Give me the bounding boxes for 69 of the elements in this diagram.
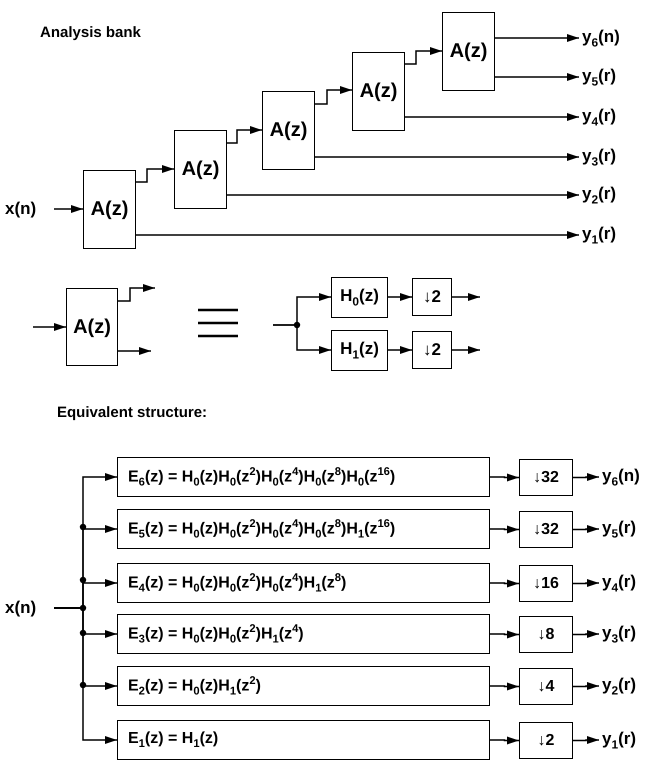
arrow [573,630,599,638]
arrow [315,86,352,105]
filter-block: A(z) [262,91,315,170]
arrow [315,153,579,161]
arrow [573,473,599,481]
signal-label: y$_{5}$(r) [582,66,648,88]
signal-label: y$_{3}$(r) [582,146,648,168]
heading-text: Equivalent structure: [57,404,208,421]
decimator-block: ↓16 [519,565,573,602]
signal-label: y$_{6}$(n) [602,466,664,488]
arrow [490,580,519,588]
filter-block: A(z) [352,52,405,131]
decimator-block: ↓2 [412,278,452,316]
signal-label: y$_{4}$(r) [582,106,648,128]
arrow [273,324,331,354]
arrow [495,73,579,81]
arrow [227,191,579,199]
arrow [490,474,519,482]
arrow [33,323,66,331]
filter-block: E$_{5}$(z) = H$_{0}$(z)H$_{0}$(z$^{2}$)H$_{0}$(z$^{4}$)H$_{0}$(z$^{8}$)H$_{1}$(z$^{16}$) [117,509,490,549]
arrow [490,682,519,690]
arrow [54,205,83,213]
signal-label: x(n) [5,597,51,619]
filter-block: E$_{4}$(z) = H$_{0}$(z)H$_{0}$(z$^{2}$)H$_{0}$(z$^{4}$)H$_{1}$(z$^{8}$) [117,563,490,603]
filter-block: H$_{1}$(z) [331,330,388,371]
arrow [136,231,579,239]
filter-block: A(z) [83,170,136,249]
arrow [452,346,480,354]
signal-label: y$_{5}$(r) [602,518,664,540]
signal-label: y$_{1}$(r) [582,224,648,246]
filter-block: E$_{6}$(z) = H$_{0}$(z)H$_{0}$(z$^{2}$)H$_{0}$(z$^{4}$)H$_{0}$(z$^{8}$)H$_{0}$(z$^{16}$) [117,457,490,497]
arrow [573,736,599,744]
decimator-block: ↓2 [412,331,452,369]
arrow [490,736,519,744]
arrow [118,284,155,302]
signal-label: y$_{4}$(r) [602,572,664,594]
filter-block: E$_{2}$(z) = H$_{0}$(z)H$_{1}$(z$^{2}$) [117,666,490,706]
arrow [136,165,174,183]
signal-label: y$_{3}$(r) [602,623,664,645]
filter-block: A(z) [66,288,118,366]
arrow [573,525,599,533]
arrow [452,293,480,301]
filter-block: E$_{3}$(z) = H$_{0}$(z)H$_{0}$(z$^{2}$)H$_{1}$(z$^{4}$) [117,614,490,654]
arrow [405,113,579,121]
heading-text: Analysis bank [40,24,141,41]
decimator-block: ↓4 [519,668,573,705]
arrow [118,347,151,355]
arrow [405,47,442,65]
filter-block: A(z) [174,130,227,209]
arrow [490,526,519,534]
filter-block: H$_{0}$(z) [331,277,388,318]
arrow [227,126,262,144]
filter-block: E$_{1}$(z) = H$_{1}$(z) [117,720,490,760]
signal-label: y$_{2}$(r) [582,184,648,206]
arrow [573,682,599,690]
decimator-block: ↓32 [519,459,573,496]
arrow [490,630,519,638]
signal-label: y$_{6}$(n) [582,27,648,49]
decimator-block: ↓8 [519,616,573,653]
filter-block: A(z) [442,12,495,91]
decimator-block: ↓2 [519,722,573,759]
arrow [388,293,412,301]
arrow [573,579,599,587]
signal-label: x(n) [5,198,51,220]
decimator-block: ↓32 [519,511,573,548]
signal-label: y$_{1}$(r) [602,729,664,751]
arrow [388,346,412,354]
arrow [495,34,579,42]
signal-label: y$_{2}$(r) [602,675,664,697]
